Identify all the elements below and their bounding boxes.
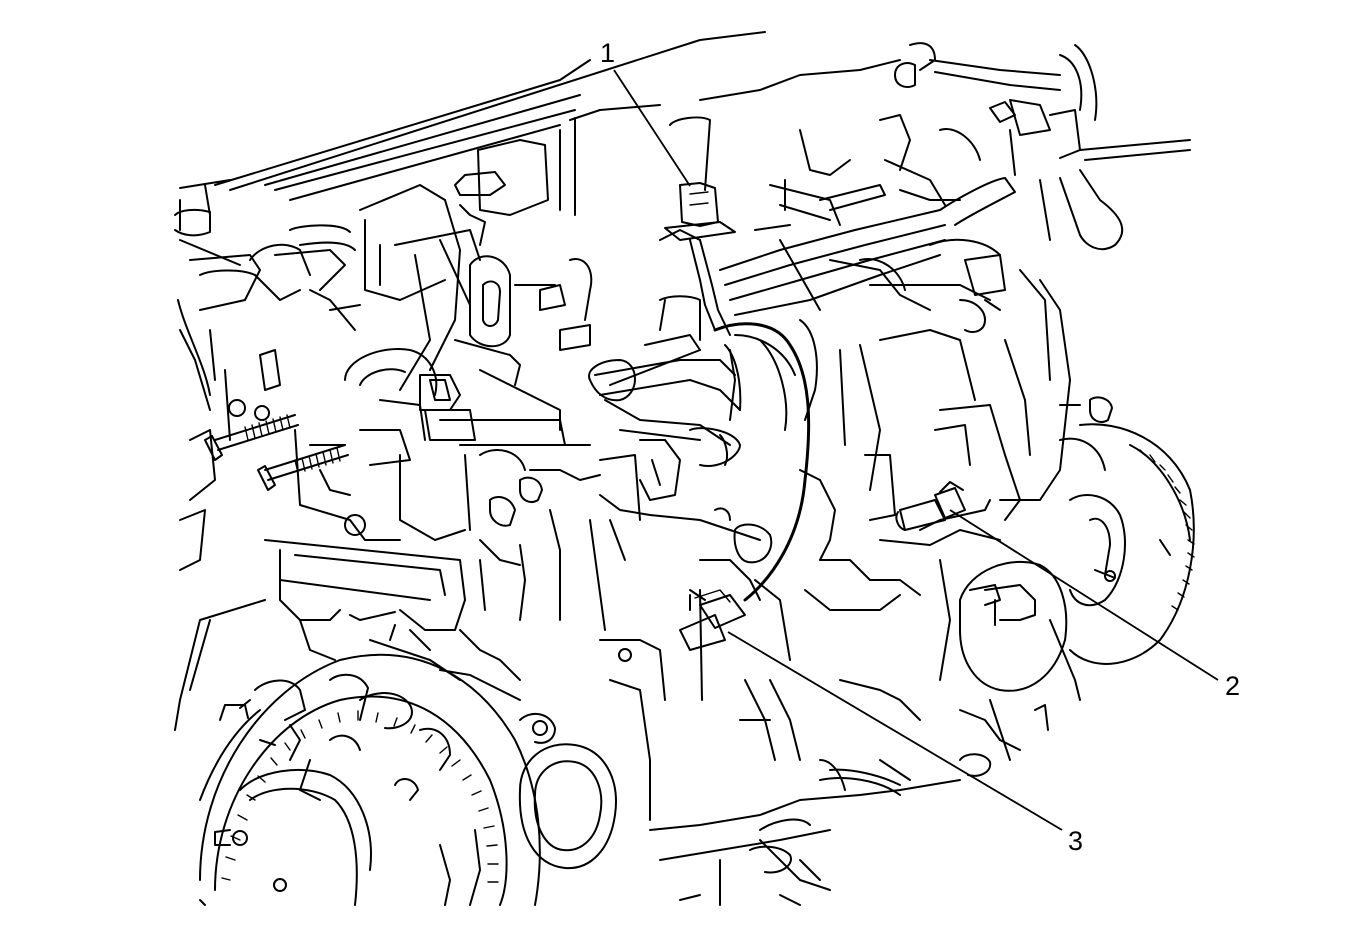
callout-label-2: 2: [1225, 671, 1240, 701]
left-hoses: [174, 208, 361, 411]
callout-label-3: 3: [1068, 826, 1083, 856]
leader-line-2: [949, 509, 1219, 681]
sensor-connector-3: [679, 589, 746, 651]
callout-leaders: [613, 69, 1219, 831]
oil-filler-cap: [454, 139, 549, 246]
alternator: [1034, 396, 1195, 731]
valve-cover-upper-right: [659, 177, 1016, 341]
long-bolts: [179, 349, 349, 571]
upper-right-hoses: [879, 42, 1191, 251]
leader-line-3: [727, 631, 1063, 831]
callout-labels: 1 2 3: [600, 38, 1240, 856]
lower-block-left: [174, 509, 626, 731]
oil-pan: [599, 639, 1021, 906]
pulley: [939, 559, 1068, 692]
sensor-2: [895, 481, 966, 531]
cylinder-head: [179, 31, 901, 231]
callout-label-1: 1: [600, 38, 615, 68]
throttle-body-cluster: [294, 339, 591, 541]
round-cover: [518, 712, 617, 870]
mid-details: [479, 439, 791, 701]
engine-block: [759, 129, 1071, 611]
intake-manifold: [359, 184, 593, 391]
leader-line-1: [613, 69, 691, 187]
sensor-connector-1: [664, 116, 811, 602]
flywheel: [199, 653, 541, 906]
fuel-rail: [588, 299, 741, 467]
